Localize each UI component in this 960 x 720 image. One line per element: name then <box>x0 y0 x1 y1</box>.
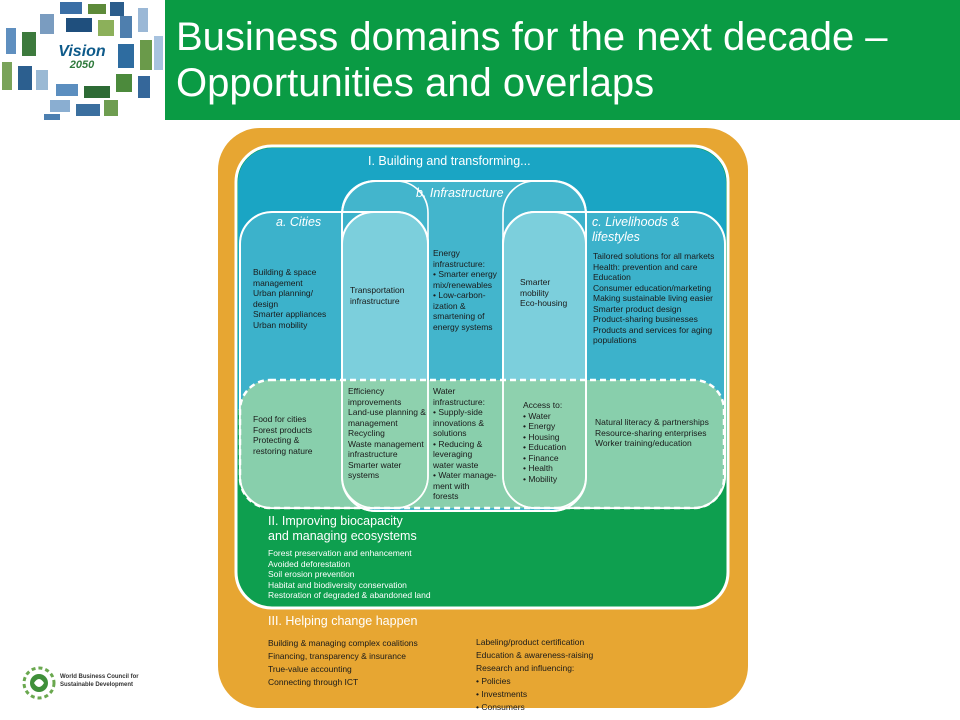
section3-left-items: Building & managing complex coalitions F… <box>268 638 418 687</box>
section2-title: II. Improving biocapacity and managing e… <box>268 514 417 543</box>
title-bar <box>165 0 960 120</box>
livelihoods-items: Tailored solutions for all markets Healt… <box>593 251 715 345</box>
slide-title: Business domains for the next decade – O… <box>176 15 888 105</box>
logo-text: Vision 2050 <box>52 44 112 71</box>
section3-right-items: Labeling/product certification Education… <box>476 637 594 712</box>
water-items: Water infrastructure: • Supply-side inno… <box>433 386 497 501</box>
overlap-right-items: Natural literacy & partnerships Resource… <box>595 417 709 448</box>
section1-title: I. Building and transforming... <box>368 154 531 168</box>
vision-2050-logo: Vision 2050 <box>0 0 165 122</box>
cities-items: Building & space management Urban planni… <box>253 267 327 330</box>
livelihoods-title: c. Livelihoods & lifestyles <box>592 215 680 244</box>
efficiency-items: Efficiency improvements Land-use plannin… <box>348 386 426 480</box>
infrastructure-title: b. Infrastructure <box>416 186 504 200</box>
cities-title: a. Cities <box>276 215 322 229</box>
wbcsd-logo-icon <box>22 666 56 700</box>
access-items: Access to: • Water • Energy • Housing • … <box>523 400 567 484</box>
logo-year: 2050 <box>69 59 95 71</box>
section3-title: III. Helping change happen <box>268 614 418 628</box>
wbcsd-name: World Business Council for Sustainable D… <box>60 674 139 688</box>
section2-items: Forest preservation and enhancement Avoi… <box>268 548 431 600</box>
energy-text: Energy infrastructure: • Smarter energy … <box>433 248 497 332</box>
transport-text: Transportation infrastructure <box>350 285 405 306</box>
overlap-left-items: Food for cities Forest products Protecti… <box>253 414 313 456</box>
logo-vision: Vision <box>58 43 106 60</box>
mobility-text: Smarter mobility Eco-housing <box>520 277 568 308</box>
overlap-band <box>240 380 724 508</box>
